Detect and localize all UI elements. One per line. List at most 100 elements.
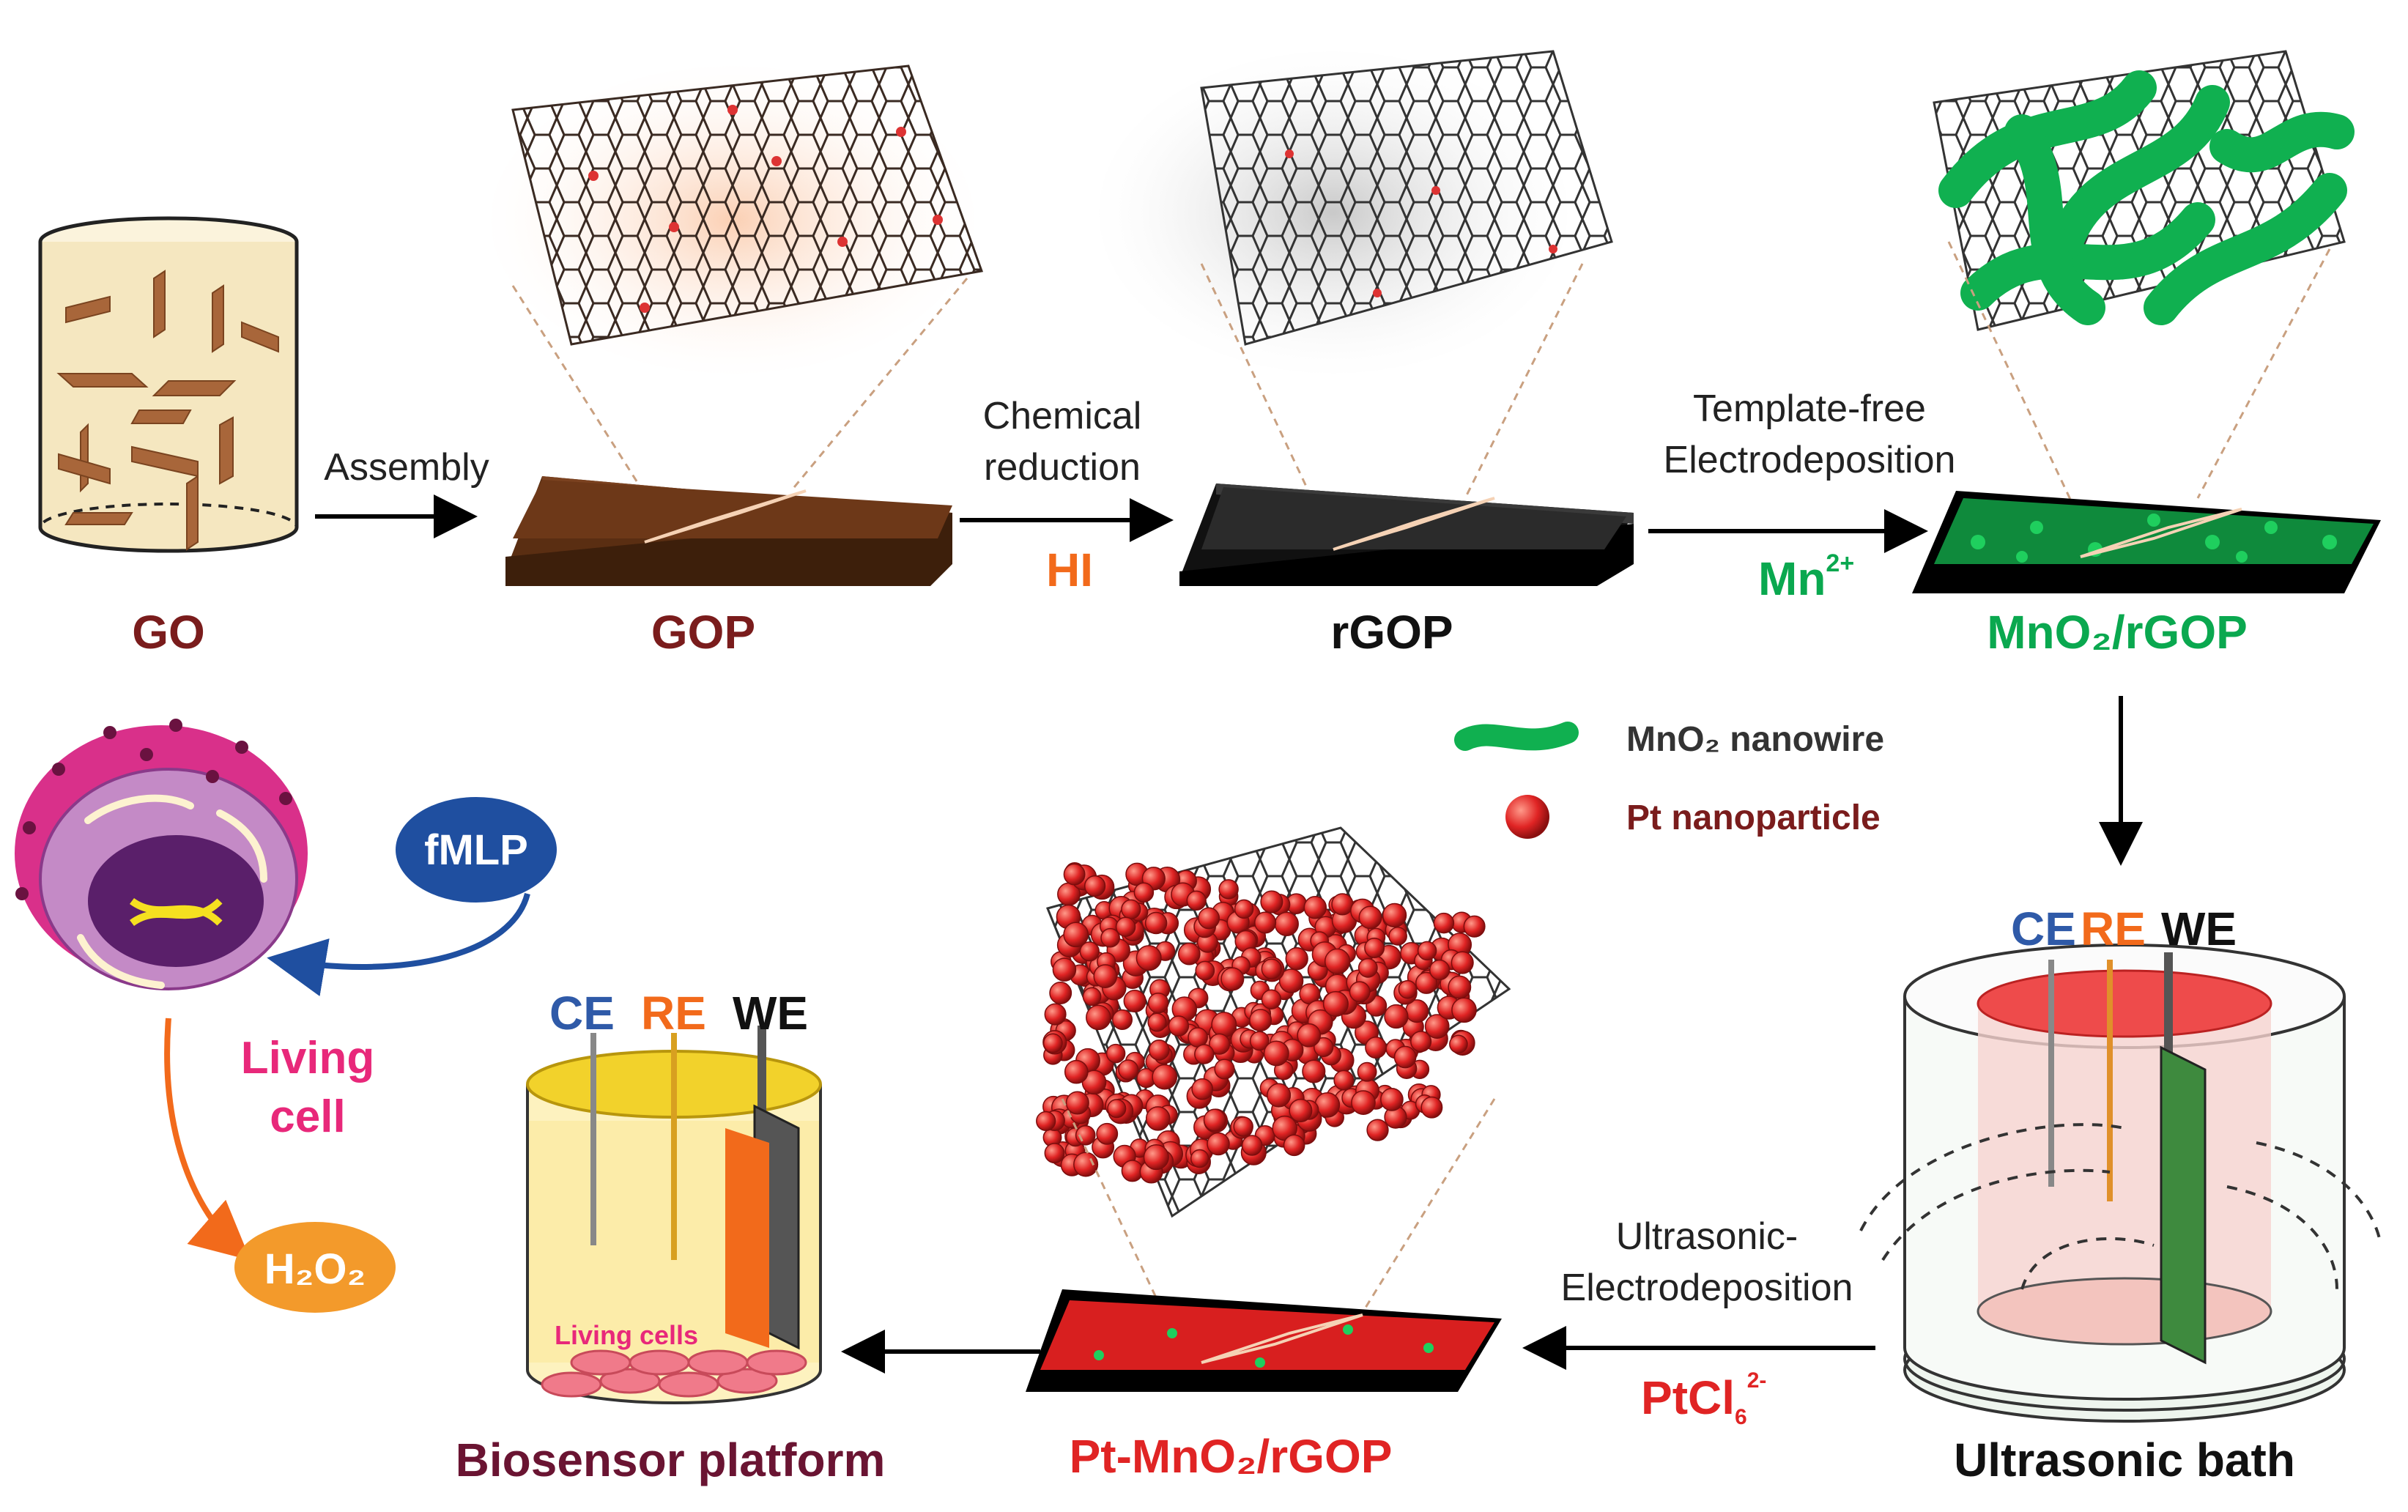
pt-nanoparticle <box>1448 975 1472 999</box>
pt-nanoparticle <box>1380 1088 1404 1111</box>
legend-nanowire-icon <box>1454 722 1579 751</box>
stage-label-biosensor-platform: Biosensor platform <box>456 1434 886 1486</box>
pt-nanoparticle <box>1209 1033 1231 1055</box>
pt-nanoparticle <box>1133 882 1155 903</box>
pt-nanoparticle <box>1283 1134 1305 1157</box>
stage-label-rgop: rGOP <box>1330 606 1453 659</box>
bath-re-label: RE <box>2081 903 2146 955</box>
pt-nanoparticle <box>1364 938 1385 958</box>
pt-nanoparticle <box>1198 907 1220 930</box>
living-cell-label-2: cell <box>270 1092 345 1142</box>
pt-nanoparticle <box>1123 989 1146 1013</box>
pt-nanoparticle <box>1314 1037 1334 1058</box>
pt-nanoparticle <box>1260 890 1283 914</box>
reagent-hi: HI <box>1046 544 1093 596</box>
pt-nanoparticle <box>1241 1135 1263 1156</box>
legend-nanoparticle-label: Pt nanoparticle <box>1626 798 1881 837</box>
biosensor-ce-label: CE <box>549 987 615 1040</box>
pt-nanoparticle <box>1289 1098 1313 1122</box>
pt-nanoparticle <box>1211 1012 1237 1038</box>
pt-nanoparticle <box>1331 893 1354 916</box>
legend-nanoparticle-icon <box>1505 795 1549 839</box>
pt-nanoparticle <box>1136 945 1162 971</box>
pt-nanoparticle <box>1100 927 1120 948</box>
fmlp-label: fMLP <box>424 826 528 874</box>
pt-nanoparticle <box>1410 1031 1432 1053</box>
pt-nanoparticle <box>1233 1116 1253 1137</box>
pt-nanoparticle <box>1145 1106 1171 1131</box>
pt-nanoparticle <box>1079 941 1100 962</box>
pt-nanoparticle <box>1105 1043 1126 1064</box>
ultrasonic-bath <box>1859 944 2382 1423</box>
go-beaker <box>38 216 299 553</box>
pt-nanoparticle <box>1082 987 1102 1007</box>
pt-nanoparticle <box>1111 1009 1133 1030</box>
pt-nanoparticle <box>1143 1144 1169 1171</box>
pt-nanoparticle <box>1168 1015 1190 1037</box>
fmlp-bubble <box>396 797 557 903</box>
pt-nanoparticle <box>1207 1132 1230 1156</box>
pt-nanoparticle <box>1254 911 1277 934</box>
stage-label-go: GO <box>132 606 205 659</box>
pt-nanoparticle <box>1365 1037 1388 1059</box>
pt-nanoparticle <box>1121 899 1141 919</box>
pt-nanoparticle <box>1274 911 1299 936</box>
pt-nanoparticle <box>1203 1108 1226 1132</box>
pt-nanoparticle <box>1417 941 1437 961</box>
pt-nanoparticle <box>1249 1009 1272 1032</box>
rgop-paper <box>1179 483 1634 586</box>
pt-nanoparticle <box>1449 1034 1468 1054</box>
reagent-mn: Mn2+ <box>1758 549 1854 605</box>
biosensor-re-label: RE <box>641 987 706 1040</box>
pt-nanoparticle <box>1393 1045 1417 1069</box>
pt-nanoparticle <box>1267 1083 1292 1108</box>
pt-nanoparticle <box>1152 1064 1178 1090</box>
pt-nanoparticle <box>1433 912 1455 934</box>
pt-nanoparticle <box>1463 915 1486 938</box>
pt-nanoparticle <box>1093 964 1118 988</box>
pt-nanoparticle <box>1384 1004 1409 1029</box>
legend: MnO₂ nanowire Pt nanoparticle <box>1454 720 1884 839</box>
pt-nanoparticle <box>1424 1014 1450 1039</box>
pt-nanoparticle <box>1190 1149 1209 1168</box>
pt-nanoparticle <box>1144 911 1168 935</box>
legend-nanowire-label: MnO₂ nanowire <box>1626 720 1884 759</box>
pt-nanoparticle <box>1118 1059 1139 1081</box>
pt-nanoparticle <box>1285 947 1308 971</box>
stage-label-pt-mno2-rgop: Pt-MnO₂/rGOP <box>1070 1430 1393 1483</box>
mno2-rgop-paper <box>1912 491 2381 593</box>
pt-nanoparticle <box>1191 1078 1214 1100</box>
h2o2-bubble <box>234 1222 396 1313</box>
arrow-fmlp-to-cell <box>267 892 530 996</box>
stage-label-ultrasonic-bath: Ultrasonic bath <box>1954 1434 2295 1486</box>
dna-icon <box>130 898 223 927</box>
pt-nanoparticle <box>1261 958 1282 979</box>
reagent-ptcl: PtCl62- <box>1641 1368 1766 1429</box>
pt-nanoparticle <box>1186 890 1207 911</box>
pt-nanoparticle <box>1358 905 1382 930</box>
biosensor-we-label: WE <box>733 987 808 1040</box>
pt-nanoparticle <box>1415 971 1438 994</box>
pt-nanoparticle <box>1107 1099 1127 1119</box>
step-label-electrodeposition-1: Electrodeposition <box>1664 439 1956 481</box>
biosensor-vessel <box>526 1026 822 1404</box>
pt-nanoparticle <box>1195 960 1215 981</box>
pt-nanoparticle <box>1044 1143 1065 1164</box>
pt-nanoparticle <box>1042 1033 1063 1053</box>
pt-nanoparticle <box>1148 1040 1170 1061</box>
step-label-reduction: reduction <box>984 446 1141 489</box>
pt-nanoparticle <box>1036 1111 1056 1132</box>
pt-nanoparticle <box>1073 1152 1099 1177</box>
stage-label-mno2-rgop: MnO₂/rGOP <box>1987 606 2248 659</box>
pt-nanoparticle <box>1063 922 1089 948</box>
pt-nanoparticle <box>1324 948 1351 974</box>
arrow-cell-to-h2o2 <box>164 1018 251 1261</box>
pt-nanoparticle <box>1451 951 1474 974</box>
pt-mno2-lattice-zoom <box>1036 826 1511 1218</box>
pt-nanoparticle <box>1302 1059 1326 1083</box>
pt-nanoparticle <box>1388 927 1407 946</box>
pt-nanoparticle <box>1349 981 1371 1003</box>
step-label-assembly: Assembly <box>324 446 489 489</box>
pt-nanoparticle <box>1147 992 1169 1014</box>
